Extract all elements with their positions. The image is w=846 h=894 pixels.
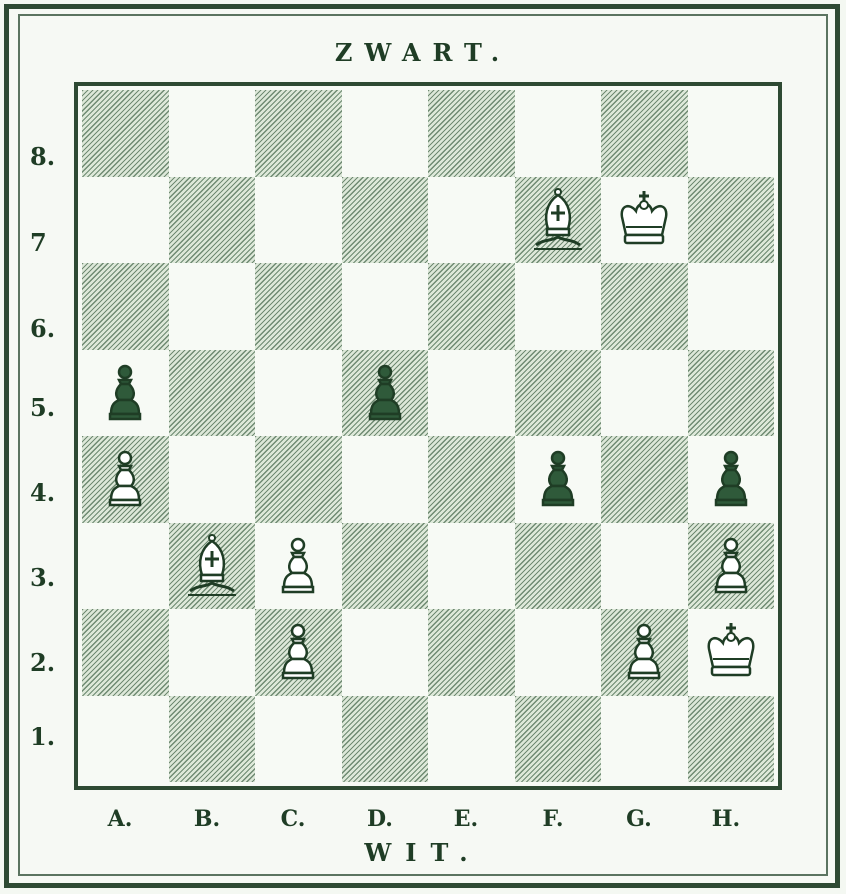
square-b1 [169,696,256,783]
black-pawn-icon [701,446,761,512]
file-label-b: B. [164,806,250,832]
rank-label-7: 7 [30,228,64,257]
square-g2 [601,609,688,696]
square-f8 [515,90,602,177]
black-side-title: ZWART. [0,38,846,67]
black-pawn-icon [355,360,415,426]
square-g7 [601,177,688,264]
white-pawn-icon [268,533,328,599]
black-pawn-icon [95,360,155,426]
square-d3 [342,523,429,610]
black-pawn-icon [528,446,588,512]
square-d2 [342,609,429,696]
square-g4 [601,436,688,523]
chess-board [74,82,782,790]
square-c1 [255,696,342,783]
square-c7 [255,177,342,264]
file-label-g: G. [596,806,682,832]
white-pawn-icon [701,533,761,599]
square-h4 [688,436,775,523]
square-b6 [169,263,256,350]
square-e3 [428,523,515,610]
square-f4 [515,436,602,523]
square-a7 [82,177,169,264]
square-f3 [515,523,602,610]
rank-label-5: 5. [30,393,64,422]
square-c2 [255,609,342,696]
square-g3 [601,523,688,610]
square-e6 [428,263,515,350]
square-f1 [515,696,602,783]
white-bishop-icon [182,533,242,599]
square-d1 [342,696,429,783]
white-side-title: WIT. [0,838,846,867]
square-b4 [169,436,256,523]
square-c8 [255,90,342,177]
square-e4 [428,436,515,523]
square-e7 [428,177,515,264]
square-h8 [688,90,775,177]
white-king-icon [614,187,674,253]
square-g5 [601,350,688,437]
white-pawn-icon [614,619,674,685]
square-a4 [82,436,169,523]
board-grid [82,90,774,782]
square-c6 [255,263,342,350]
square-a8 [82,90,169,177]
white-king-icon [701,619,761,685]
square-d4 [342,436,429,523]
square-c5 [255,350,342,437]
square-b7 [169,177,256,264]
square-e5 [428,350,515,437]
white-pawn-icon [268,619,328,685]
square-a5 [82,350,169,437]
white-bishop-icon [528,187,588,253]
square-h7 [688,177,775,264]
square-h5 [688,350,775,437]
square-b3 [169,523,256,610]
square-h1 [688,696,775,783]
file-label-e: E. [423,806,509,832]
square-f2 [515,609,602,696]
file-label-d: D. [337,806,423,832]
file-label-a: A. [77,806,163,832]
square-c3 [255,523,342,610]
square-a2 [82,609,169,696]
square-e8 [428,90,515,177]
square-c4 [255,436,342,523]
rank-label-4: 4. [30,478,64,507]
rank-label-1: 1. [30,722,64,751]
square-h6 [688,263,775,350]
file-label-h: H. [683,806,769,832]
square-g8 [601,90,688,177]
square-h2 [688,609,775,696]
square-b2 [169,609,256,696]
square-a1 [82,696,169,783]
square-e2 [428,609,515,696]
file-label-c: C. [250,806,336,832]
square-a6 [82,263,169,350]
square-d7 [342,177,429,264]
square-f7 [515,177,602,264]
white-pawn-icon [95,446,155,512]
rank-label-8: 8. [30,142,64,171]
square-d5 [342,350,429,437]
square-h3 [688,523,775,610]
square-g1 [601,696,688,783]
file-label-f: F. [510,806,596,832]
rank-label-2: 2. [30,648,64,677]
rank-label-3: 3. [30,563,64,592]
square-d8 [342,90,429,177]
square-b5 [169,350,256,437]
square-f5 [515,350,602,437]
square-g6 [601,263,688,350]
square-a3 [82,523,169,610]
square-e1 [428,696,515,783]
square-b8 [169,90,256,177]
square-d6 [342,263,429,350]
square-f6 [515,263,602,350]
rank-label-6: 6. [30,314,64,343]
